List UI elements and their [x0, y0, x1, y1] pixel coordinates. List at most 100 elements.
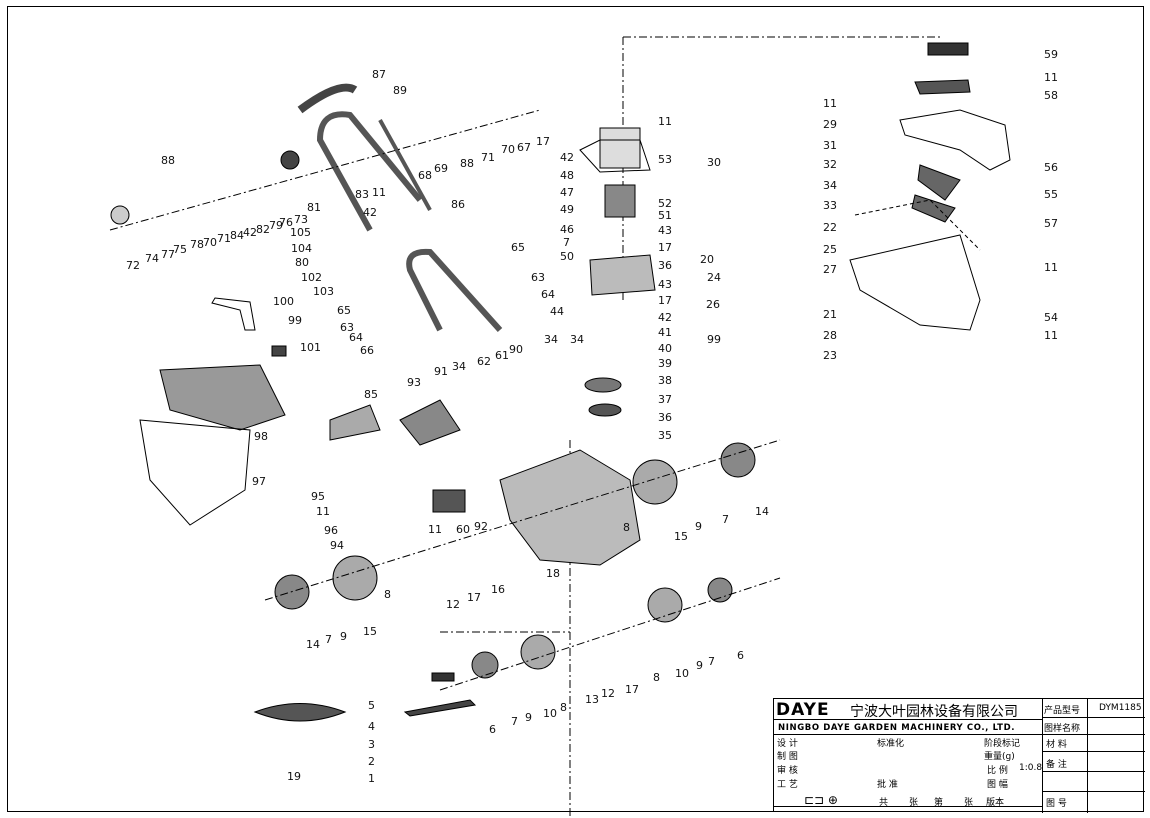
- part-number-label: 99: [707, 333, 721, 346]
- pulley: [584, 377, 622, 393]
- part-number-label: 90: [509, 343, 523, 356]
- part-number-label: 99: [288, 314, 302, 327]
- part-number-label: 66: [360, 344, 374, 357]
- title-block: DAYE 宁波大叶园林设备有限公司 NINGBO DAYE GARDEN MAC…: [773, 698, 1145, 813]
- part-number-label: 68: [418, 169, 432, 182]
- hubcap: [471, 651, 499, 679]
- part-number-label: 2: [368, 755, 375, 768]
- part-number-label: 9: [525, 711, 532, 724]
- part-number-label: 7: [563, 236, 570, 249]
- part-number-label: 16: [491, 583, 505, 596]
- part-number-label: 105: [290, 226, 311, 239]
- part-number-label: 97: [252, 475, 266, 488]
- part-number-label: 42: [363, 206, 377, 219]
- part-number-label: 48: [560, 169, 574, 182]
- part-number-label: 93: [407, 376, 421, 389]
- part-number-label: 11: [316, 505, 330, 518]
- part-number-label: 11: [1044, 329, 1058, 342]
- part-number-label: 21: [823, 308, 837, 321]
- sheets-label: 张: [909, 798, 919, 808]
- part-number-label: 89: [393, 84, 407, 97]
- part-number-label: 22: [823, 221, 837, 234]
- part-number-label: 26: [706, 298, 720, 311]
- part-number-label: 10: [675, 667, 689, 680]
- part-number-label: 81: [307, 201, 321, 214]
- part-number-label: 36: [658, 259, 672, 272]
- part-number-label: 23: [823, 349, 837, 362]
- part-number-label: 19: [287, 770, 301, 783]
- scale-value: 1:0.8: [1019, 763, 1043, 773]
- design-label: 设 计: [777, 739, 798, 749]
- part-number-label: 47: [560, 186, 574, 199]
- part-number-label: 50: [560, 250, 574, 263]
- part-number-label: 94: [330, 539, 344, 552]
- part-number-label: 29: [823, 118, 837, 131]
- part-number-label: 72: [126, 259, 140, 272]
- part-number-label: 25: [823, 243, 837, 256]
- part-number-label: 11: [1044, 71, 1058, 84]
- sheet-size-label: 图 幅: [987, 780, 1008, 790]
- vent-grille: [911, 194, 956, 223]
- part-number-label: 49: [560, 203, 574, 216]
- part-number-label: 8: [653, 671, 660, 684]
- grass-box-lid: [159, 364, 286, 431]
- part-number-label: 18: [546, 567, 560, 580]
- motor-cover: [899, 109, 1011, 171]
- part-number-label: 88: [161, 154, 175, 167]
- assembly-line: [109, 109, 541, 231]
- part-number-label: 17: [467, 591, 481, 604]
- part-number-label: 6: [489, 723, 496, 736]
- axle-line: [439, 577, 781, 691]
- part-number-label: 88: [460, 157, 474, 170]
- part-number-label: 7: [722, 513, 729, 526]
- part-number-label: 14: [306, 638, 320, 651]
- part-number-label: 6: [737, 649, 744, 662]
- motor-bracket: [579, 139, 651, 173]
- part-number-label: 41: [658, 326, 672, 339]
- drawing-frame: [7, 6, 1144, 812]
- part-number-label: 13: [585, 693, 599, 706]
- part-60: [432, 489, 466, 513]
- part-number-label: 75: [173, 243, 187, 256]
- part-number-label: 28: [823, 329, 837, 342]
- part-number-label: 37: [658, 393, 672, 406]
- sheet-label: 张: [964, 798, 974, 808]
- version-label: 版本: [986, 798, 1005, 808]
- part-number-label: 39: [658, 357, 672, 370]
- part-number-label: 11: [658, 115, 672, 128]
- rear-wheel: [632, 459, 678, 505]
- front-wheel: [520, 634, 556, 670]
- part-number-label: 51: [658, 209, 672, 222]
- part-number-label: 9: [340, 630, 347, 643]
- part-number-label: 70: [203, 236, 217, 249]
- weight-label: 重量(g): [984, 752, 1015, 762]
- part-number-label: 12: [601, 687, 615, 700]
- part-number-label: 60: [456, 523, 470, 536]
- part-number-label: 35: [658, 429, 672, 442]
- standardization-label: 标准化: [877, 739, 905, 749]
- part-number-label: 55: [1044, 188, 1058, 201]
- part-number-label: 8: [623, 521, 630, 534]
- part-number-label: 43: [658, 224, 672, 237]
- part-number-label: 62: [477, 355, 491, 368]
- part-number-label: 58: [1044, 89, 1058, 102]
- part-shapes: [109, 36, 1011, 818]
- total-sheets-label: 共: [879, 798, 889, 808]
- part-number-label: 10: [543, 707, 557, 720]
- part-number-label: 82: [256, 223, 270, 236]
- part-number-label: 40: [658, 342, 672, 355]
- process-label: 工 艺: [777, 780, 798, 790]
- part-number-label: 36: [658, 411, 672, 424]
- review-label: 审 核: [777, 766, 798, 776]
- part-number-label: 91: [434, 365, 448, 378]
- product-model: DYM1185: [1099, 703, 1142, 713]
- part-number-label: 30: [707, 156, 721, 169]
- part-number-label: 20: [700, 253, 714, 266]
- part-number-label: 54: [1044, 311, 1058, 324]
- lower-handle: [406, 248, 503, 333]
- motor-mount: [589, 254, 656, 296]
- part-number-label: 7: [708, 655, 715, 668]
- switch-box: [110, 205, 130, 225]
- part-number-label: 71: [217, 232, 231, 245]
